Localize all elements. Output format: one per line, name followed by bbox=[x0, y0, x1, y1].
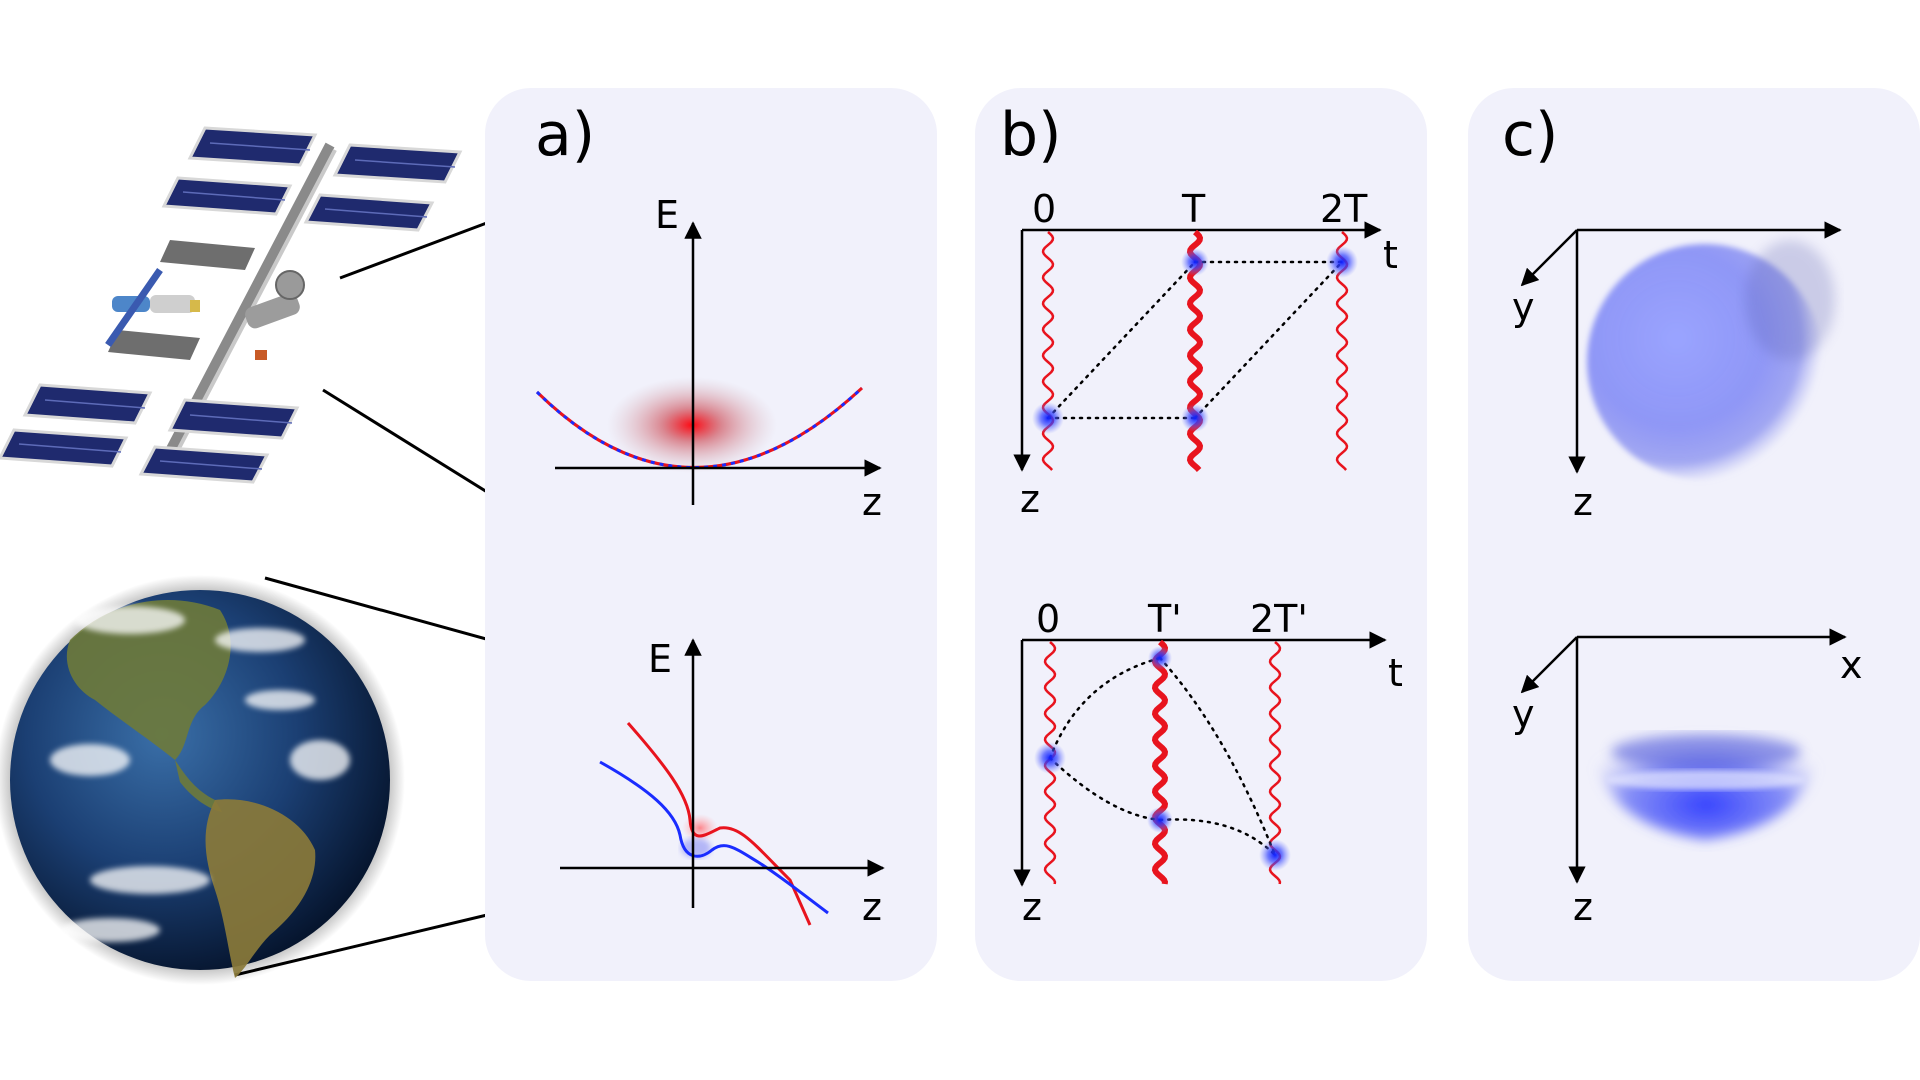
tick-2T: 2T bbox=[1320, 187, 1368, 231]
horizontal-axis-label: x bbox=[1840, 643, 1863, 687]
position-axis-label: z bbox=[1020, 477, 1040, 521]
position-axis-label: z bbox=[862, 480, 882, 524]
panel-a-label: a) bbox=[535, 100, 595, 170]
panel-b-background bbox=[975, 88, 1427, 981]
panel-c: c) y z x y z bbox=[1502, 100, 1863, 929]
atom-packet bbox=[1148, 646, 1172, 670]
panel-c-label: c) bbox=[1502, 100, 1558, 170]
atom-packet bbox=[1181, 404, 1209, 432]
tick-T: T bbox=[1181, 187, 1206, 231]
atom-packet bbox=[1147, 807, 1173, 833]
tick-0: 0 bbox=[1036, 597, 1060, 641]
blue-potential-curve bbox=[599, 760, 829, 915]
tick-0: 0 bbox=[1032, 187, 1056, 231]
panel-a: a) E z E z bbox=[535, 100, 885, 929]
vertical-axis-label: z bbox=[1573, 480, 1593, 524]
atom-packet bbox=[1259, 839, 1291, 871]
position-axis-label: z bbox=[1022, 885, 1042, 929]
panel-c-bottom-plot: x y z bbox=[1512, 628, 1863, 929]
panel-b: b) 0 T 2T t z bbox=[1000, 100, 1403, 929]
red-potential-curve bbox=[626, 722, 812, 926]
panel-b-top-plot: 0 T 2T t z bbox=[1013, 187, 1398, 521]
panel-b-label: b) bbox=[1000, 100, 1062, 170]
time-axis-label: t bbox=[1383, 233, 1398, 277]
laser-wave-path bbox=[1151, 639, 1169, 885]
energy-axis-label: E bbox=[648, 637, 672, 681]
panel-b-bottom-plot: 0 T' 2T' t z bbox=[1013, 597, 1403, 929]
depth-axis-label: y bbox=[1512, 692, 1535, 736]
atom-packet bbox=[1034, 742, 1066, 774]
laser-pulse-T-prime bbox=[1151, 639, 1169, 885]
panel-c-top-plot: y z bbox=[1512, 221, 1842, 524]
interferometer-paths bbox=[1046, 260, 1344, 420]
tick-T-prime: T' bbox=[1147, 597, 1182, 641]
panel-a-top-plot: E z bbox=[535, 193, 882, 524]
depth-axis-label: y bbox=[1512, 285, 1535, 329]
vertical-axis-label: z bbox=[1573, 885, 1593, 929]
atom-packet bbox=[1326, 246, 1358, 278]
red-atom-cloud-small bbox=[682, 814, 718, 842]
earth-globe-icon bbox=[0, 575, 405, 985]
time-axis-label: t bbox=[1388, 651, 1403, 695]
tick-2T-prime: 2T' bbox=[1250, 597, 1308, 641]
panel-a-bottom-plot: E z bbox=[560, 637, 885, 929]
panel-a-background bbox=[485, 88, 937, 981]
atom-packet bbox=[1032, 402, 1064, 434]
space-station-icon bbox=[0, 126, 463, 484]
energy-axis-label: E bbox=[655, 193, 679, 237]
position-axis-label: z bbox=[862, 885, 882, 929]
panel-c-background bbox=[1468, 88, 1920, 981]
atom-packet bbox=[1181, 248, 1209, 276]
